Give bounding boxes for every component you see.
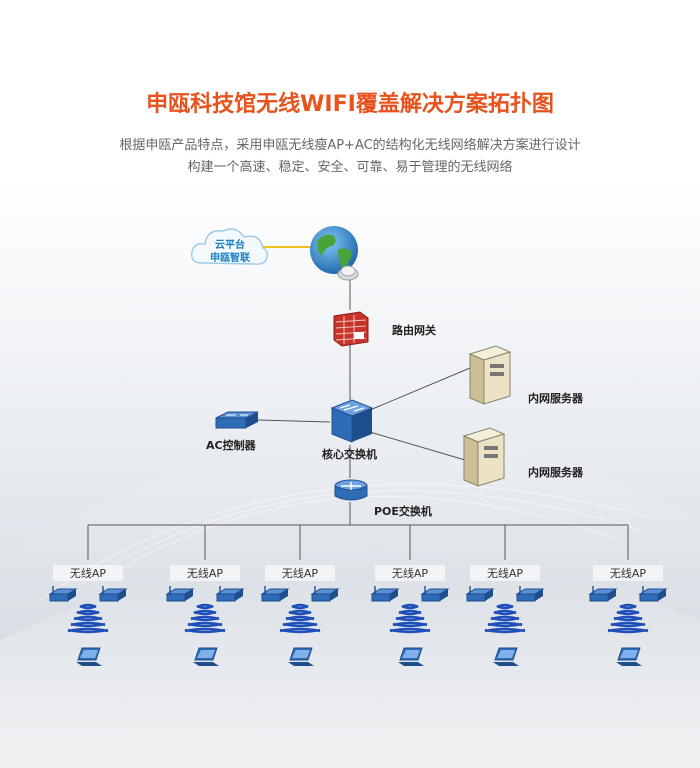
ap-label: 无线AP bbox=[375, 565, 445, 581]
description-line-1: 根据申瓯产品特点，采用申瓯无线瘦AP+AC的结构化无线网络解决方案进行设计 bbox=[119, 138, 581, 153]
access-point-icon bbox=[165, 586, 195, 602]
laptop-icon bbox=[76, 647, 102, 666]
cloud-label-line2: 申瓯智联 bbox=[210, 253, 250, 264]
ap-label: 无线AP bbox=[170, 565, 240, 581]
poe-switch-label: POE交换机 bbox=[374, 505, 432, 518]
ap-label: 无线AP bbox=[470, 565, 540, 581]
access-point-icon bbox=[98, 586, 128, 602]
cloud-platform: 云平台 申瓯智联 bbox=[190, 223, 270, 269]
server-1-icon bbox=[468, 345, 512, 405]
access-point-icon bbox=[48, 586, 78, 602]
access-point-icon bbox=[465, 586, 495, 602]
access-point-icon bbox=[260, 586, 290, 602]
server-2-icon bbox=[462, 427, 506, 487]
access-point-icon bbox=[638, 586, 668, 602]
access-point-icon bbox=[215, 586, 245, 602]
laptop-icon bbox=[616, 647, 642, 666]
laptop-icon bbox=[193, 647, 219, 666]
ap-label: 无线AP bbox=[593, 565, 663, 581]
laptop-icon bbox=[398, 647, 424, 666]
access-point-icon bbox=[588, 586, 618, 602]
laptop-icon bbox=[493, 647, 519, 666]
server-2-label: 内网服务器 bbox=[528, 466, 583, 479]
ac-controller-label: AC控制器 bbox=[206, 439, 256, 452]
core-switch-icon bbox=[330, 399, 374, 443]
core-switch-label: 核心交换机 bbox=[322, 448, 377, 461]
router-gateway-label: 路由网关 bbox=[392, 324, 436, 337]
server-1-label: 内网服务器 bbox=[528, 392, 583, 405]
laptop-icon bbox=[288, 647, 314, 666]
page-title: 申瓯科技馆无线WIFI覆盖解决方案拓扑图 bbox=[146, 92, 554, 117]
wifi-signal-icon bbox=[184, 603, 226, 634]
ap-label: 无线AP bbox=[53, 565, 123, 581]
ac-controller-icon bbox=[215, 411, 259, 429]
cloud-icon bbox=[191, 228, 269, 265]
router-gateway-icon bbox=[333, 311, 369, 347]
access-point-icon bbox=[515, 586, 545, 602]
cloud-label-line1: 云平台 bbox=[215, 240, 245, 251]
wifi-signal-icon bbox=[607, 603, 649, 634]
wifi-signal-icon bbox=[279, 603, 321, 634]
access-point-icon bbox=[310, 586, 340, 602]
access-point-icon bbox=[420, 586, 450, 602]
wifi-signal-icon bbox=[389, 603, 431, 634]
ap-label: 无线AP bbox=[265, 565, 335, 581]
wifi-signal-icon bbox=[484, 603, 526, 634]
access-point-icon bbox=[370, 586, 400, 602]
internet-globe-icon bbox=[310, 226, 359, 281]
poe-switch-icon bbox=[334, 479, 368, 501]
description-line-2: 构建一个高速、稳定、安全、可靠、易于管理的无线网络 bbox=[187, 160, 513, 175]
wifi-signal-icon bbox=[67, 603, 109, 634]
